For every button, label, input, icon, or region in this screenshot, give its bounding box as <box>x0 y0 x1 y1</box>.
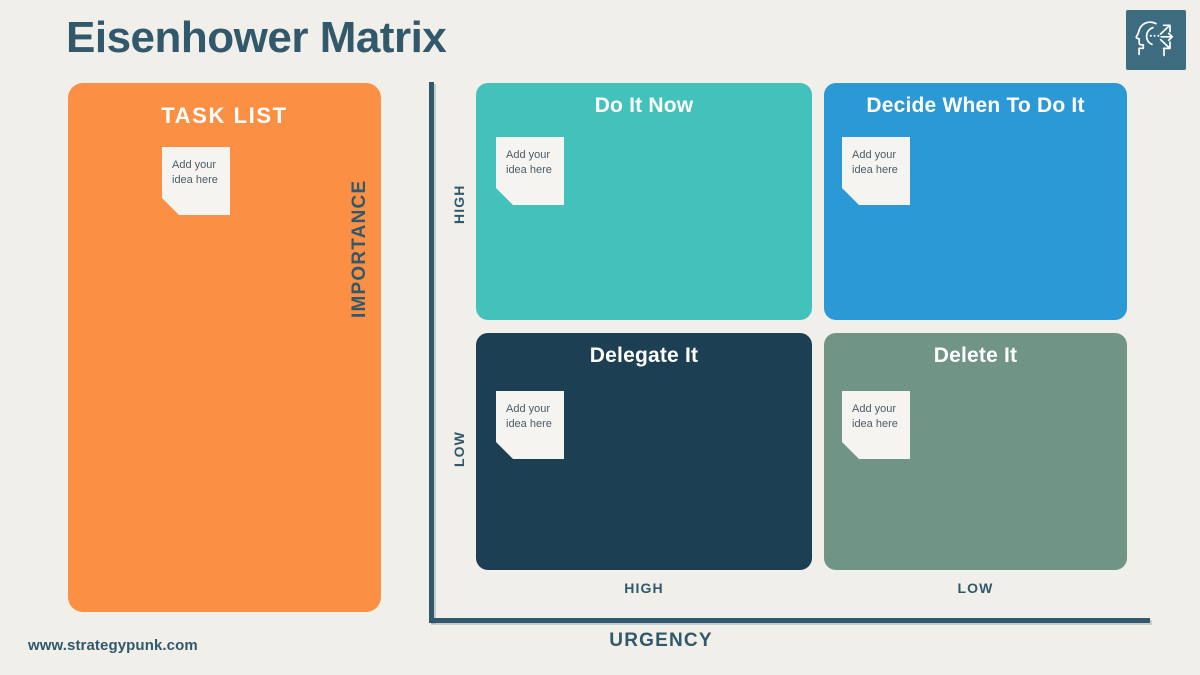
sticky-note[interactable]: Add your idea here <box>496 137 564 205</box>
quadrant-title: Decide When To Do It <box>866 94 1085 117</box>
quadrant-title: Delegate It <box>589 344 699 367</box>
quadrant-delegate-it[interactable]: Delegate It Add your idea here <box>476 333 812 570</box>
head-profile-arrows-icon <box>1135 21 1174 57</box>
quadrant-title: Delete It <box>933 344 1018 367</box>
quadrant-title: Do It Now <box>594 94 694 117</box>
quadrant-delete-it[interactable]: Delete It Add your idea here <box>824 333 1127 570</box>
task-list-panel[interactable]: TASK LIST Add your idea here <box>68 83 381 612</box>
brand-logo <box>1126 10 1186 70</box>
sticky-note-text: Add your idea here <box>172 159 218 186</box>
sticky-note[interactable]: Add your idea here <box>842 391 910 459</box>
axis-tick-urgency-low: LOW <box>957 580 994 596</box>
sticky-note[interactable]: Add your idea here <box>842 137 910 205</box>
sticky-note-text: Add your idea here <box>852 403 898 430</box>
footer-website-url[interactable]: www.strategypunk.com <box>28 637 198 654</box>
axis-line-vertical <box>429 82 434 622</box>
axis-tick-urgency-high: HIGH <box>624 580 664 596</box>
sticky-note-text: Add your idea here <box>506 149 552 176</box>
axis-label-importance: IMPORTANCE <box>349 179 370 318</box>
quadrant-do-it-now[interactable]: Do It Now Add your idea here <box>476 83 812 320</box>
sticky-note[interactable]: Add your idea here <box>496 391 564 459</box>
task-list-heading: TASK LIST <box>161 103 288 128</box>
sticky-note-text: Add your idea here <box>852 149 898 176</box>
sticky-note[interactable]: Add your idea here <box>162 147 230 215</box>
axis-label-urgency: URGENCY <box>609 630 713 651</box>
axis-line-horizontal <box>429 618 1150 623</box>
quadrant-decide-when-to-do-it[interactable]: Decide When To Do It Add your idea here <box>824 83 1127 320</box>
sticky-note-text: Add your idea here <box>506 403 552 430</box>
axis-tick-importance-low: LOW <box>451 431 467 467</box>
axis-tick-importance-high: HIGH <box>451 184 467 224</box>
page-title: Eisenhower Matrix <box>66 13 447 62</box>
